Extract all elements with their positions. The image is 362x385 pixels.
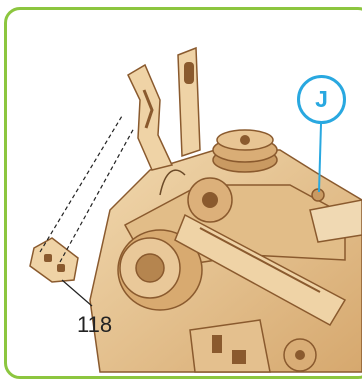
callout-label-j: J: [297, 75, 346, 124]
part-118-leader-line: [62, 280, 92, 306]
part-118-piece: [30, 238, 78, 282]
part-number-label: 118: [77, 312, 112, 338]
